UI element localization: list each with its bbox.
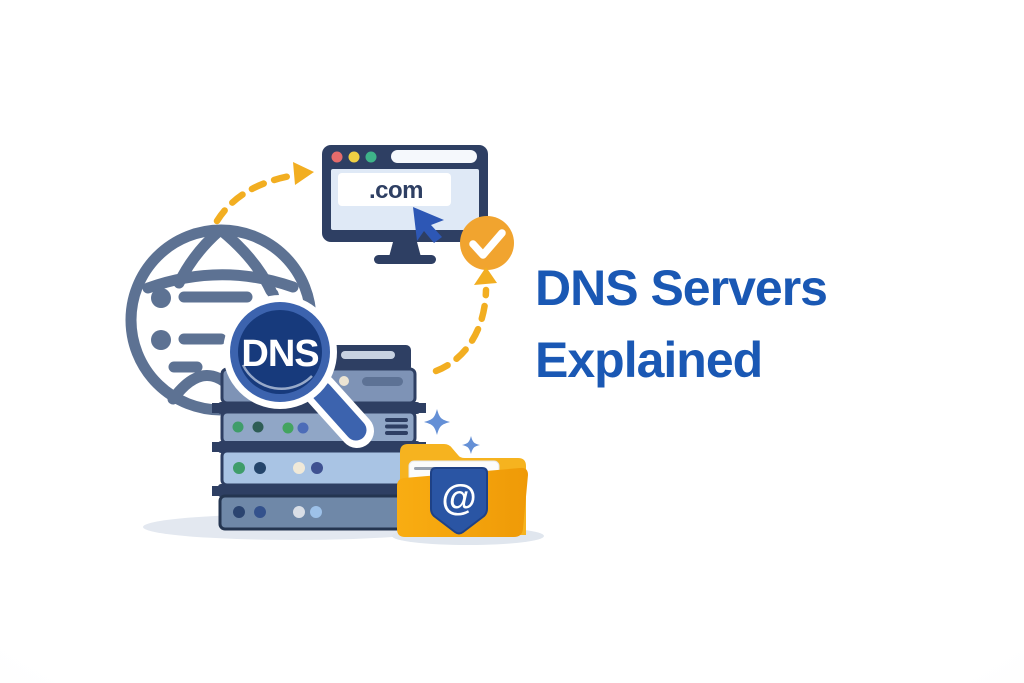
server-led: [254, 506, 266, 518]
globe-meridian-left: [173, 225, 225, 289]
dns-magnifier-icon: DNS: [223, 295, 374, 448]
arrow-curve: [213, 171, 300, 225]
server-leds: [232, 421, 309, 434]
server-slot: [362, 377, 403, 386]
traffic-light-green: [365, 151, 377, 163]
check-mark: [469, 229, 506, 259]
sparkles: [424, 409, 480, 454]
at-symbol: @: [441, 477, 476, 518]
sparkle-icon: [462, 436, 480, 454]
server-led: [293, 506, 305, 518]
server-led: [293, 462, 305, 474]
traffic-light-yellow: [348, 151, 360, 163]
title-line-1: DNS Servers: [535, 260, 828, 316]
globe-meridian-right: [216, 225, 277, 297]
arrow-head: [293, 162, 314, 185]
globe-record-rows: [151, 288, 253, 373]
server-leds: [233, 506, 322, 518]
check-circle: [460, 216, 514, 270]
title-line-2: Explained: [535, 332, 763, 388]
record-dot: [151, 330, 171, 350]
server-led: [339, 376, 349, 386]
page-title: DNS Servers Explained: [535, 252, 828, 396]
cursor-icon: [413, 207, 444, 243]
server-led: [311, 462, 323, 474]
server-led: [310, 506, 322, 518]
dns-label: DNS: [241, 333, 318, 375]
browser-monitor-icon: .com: [322, 145, 488, 264]
domain-folder-icon: @: [397, 444, 528, 537]
record-dot: [151, 288, 171, 308]
server-vent-lines-icon: [385, 418, 408, 435]
server-led: [282, 422, 294, 434]
traffic-light-red: [331, 151, 343, 163]
at-shield-icon: [430, 467, 488, 535]
browser-traffic-lights: [331, 151, 377, 163]
magnifier-handle: [311, 381, 367, 441]
lens-highlight: [241, 364, 313, 390]
dashed-arrow-icon: [213, 162, 314, 225]
server-led: [233, 462, 245, 474]
monitor-stand-neck: [389, 242, 421, 257]
globe-latitude-line: [142, 269, 299, 294]
arrow-head: [474, 267, 497, 285]
server-led: [252, 421, 264, 433]
checkmark-badge-icon: [460, 216, 514, 270]
server-leds: [233, 462, 323, 474]
browser-toolbar-pill: [391, 150, 477, 163]
dashed-arrow-icon: [432, 267, 497, 375]
magnifier-lens: [238, 310, 322, 394]
server-led: [233, 506, 245, 518]
domain-text: .com: [369, 177, 423, 204]
sparkle-icon: [424, 409, 450, 435]
arrow-curve: [432, 286, 490, 375]
address-bar-box: [338, 173, 451, 206]
server-led: [254, 462, 266, 474]
server-led: [232, 421, 244, 433]
monitor-stand-base: [374, 255, 436, 264]
server-led: [297, 422, 309, 434]
server-slot: [341, 351, 395, 359]
